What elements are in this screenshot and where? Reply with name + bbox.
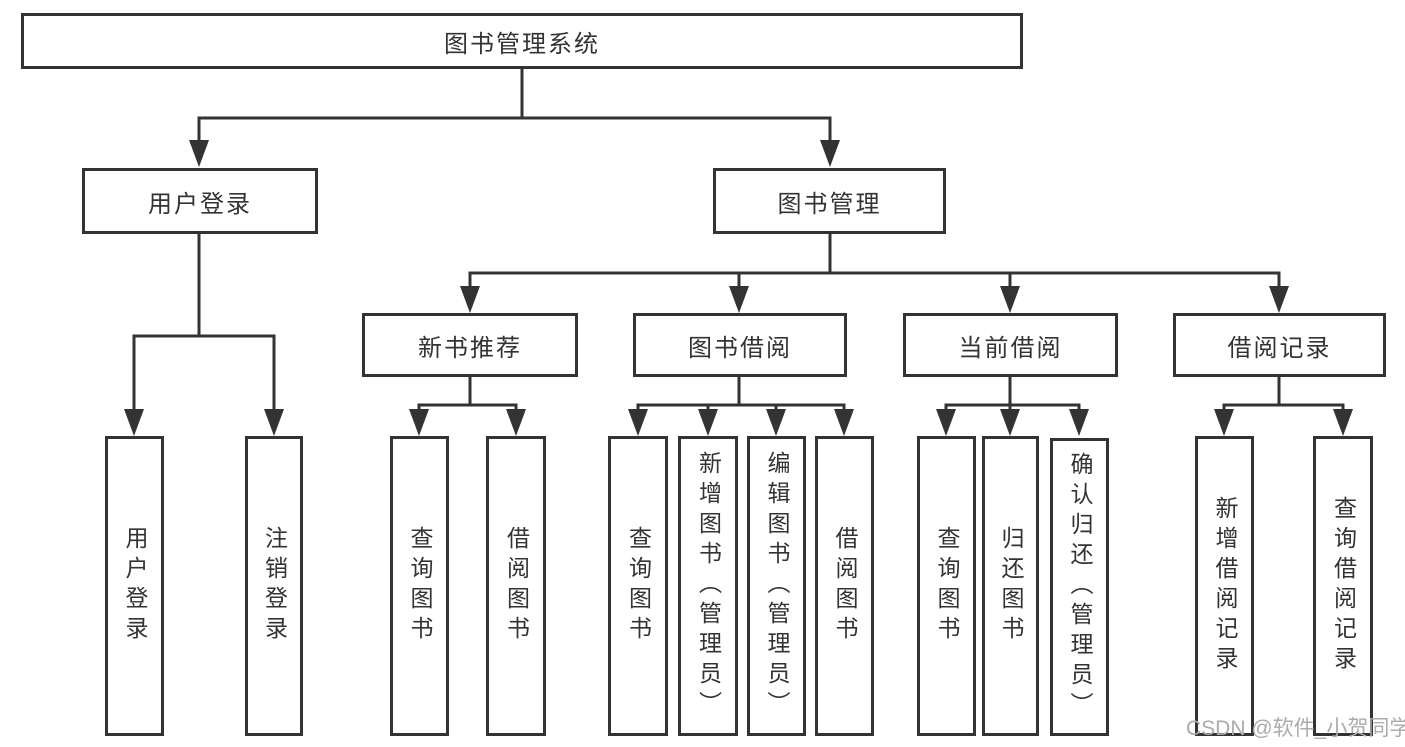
node-label: 查询借阅记录 xyxy=(1330,496,1357,676)
node-label: 当前借阅 xyxy=(958,334,1063,362)
node-label: 用户登录 xyxy=(148,190,252,218)
arrowhead xyxy=(506,409,526,436)
node-label: 注销登录 xyxy=(261,526,288,646)
leaf-newbook-query-books: 查询图书 xyxy=(390,436,449,736)
connector-newbook-to-leaves xyxy=(409,374,526,436)
leaf-borrowing-add-books-admin: 新增图书（管理员） xyxy=(678,436,738,736)
leaf-borrowing-query-books: 查询图书 xyxy=(608,436,668,736)
connector-root-to-level2 xyxy=(189,66,840,167)
connector-userlogin-to-leaves xyxy=(124,231,284,436)
arrowhead xyxy=(1214,409,1234,436)
node-label: 借阅图书 xyxy=(832,526,858,646)
arrowhead xyxy=(1000,286,1020,313)
arrowhead xyxy=(124,409,144,436)
arrowhead xyxy=(460,286,480,313)
arrowhead xyxy=(1000,409,1020,436)
arrowhead xyxy=(189,140,209,167)
connector-bookborrow-to-leaves xyxy=(628,374,854,436)
node-label: 新增借阅记录 xyxy=(1212,496,1238,676)
leaf-user-login: 用户登录 xyxy=(105,436,164,736)
arrowhead xyxy=(628,409,648,436)
leaf-current-confirm-return-admin: 确认归还（管理员） xyxy=(1050,438,1109,736)
node-borrowing-records: 借阅记录 xyxy=(1173,313,1386,377)
connector-currentborrow-to-leaves xyxy=(936,374,1089,436)
arrowhead xyxy=(936,409,956,436)
node-book-management-branch: 图书管理 xyxy=(713,168,946,234)
arrowhead xyxy=(766,409,786,436)
csdn-watermark: CSDN @软件_小贺同学 xyxy=(1186,717,1405,740)
node-root-system: 图书管理系统 xyxy=(21,13,1023,69)
leaf-borrowing-borrow-books: 借阅图书 xyxy=(815,436,874,736)
leaf-logout: 注销登录 xyxy=(245,436,303,736)
arrowhead xyxy=(1069,409,1089,436)
arrowhead xyxy=(834,409,854,436)
node-label: 用户登录 xyxy=(122,526,148,646)
leaf-records-query-record: 查询借阅记录 xyxy=(1313,436,1373,736)
leaf-records-add-record: 新增借阅记录 xyxy=(1195,436,1254,736)
connector-bookmgmt-to-level3 xyxy=(460,231,1289,313)
arrowhead xyxy=(729,286,749,313)
node-label: 新增图书（管理员） xyxy=(695,451,722,721)
arrowhead xyxy=(409,409,429,436)
node-label: 归还图书 xyxy=(998,526,1024,646)
node-label: 借阅记录 xyxy=(1227,334,1332,362)
node-new-book-recommend: 新书推荐 xyxy=(362,313,578,377)
arrowhead xyxy=(698,409,718,436)
node-label: 查询图书 xyxy=(625,526,652,646)
node-current-borrowing: 当前借阅 xyxy=(903,313,1118,377)
connector-records-to-leaves xyxy=(1214,374,1353,436)
node-label: 借阅图书 xyxy=(503,526,530,646)
node-label: 确认归还（管理员） xyxy=(1067,452,1093,722)
arrowhead xyxy=(820,140,840,167)
node-book-borrowing: 图书借阅 xyxy=(633,313,847,377)
leaf-current-query-books: 查询图书 xyxy=(917,436,976,736)
arrowhead xyxy=(1269,286,1289,313)
leaf-current-return-books: 归还图书 xyxy=(982,436,1039,736)
node-user-login-branch: 用户登录 xyxy=(82,168,318,234)
node-label: 图书管理 xyxy=(777,190,882,218)
node-label: 查询图书 xyxy=(934,526,960,646)
node-label: 编辑图书（管理员） xyxy=(764,451,790,721)
node-label: 新书推荐 xyxy=(418,334,522,362)
node-label: 图书借阅 xyxy=(688,334,792,362)
leaf-borrowing-edit-books-admin: 编辑图书（管理员） xyxy=(747,436,806,736)
node-label: 查询图书 xyxy=(407,526,433,646)
node-label: 图书管理系统 xyxy=(444,30,600,58)
leaf-newbook-borrow-books: 借阅图书 xyxy=(486,436,546,736)
arrowhead xyxy=(1333,409,1353,436)
arrowhead xyxy=(264,409,284,436)
